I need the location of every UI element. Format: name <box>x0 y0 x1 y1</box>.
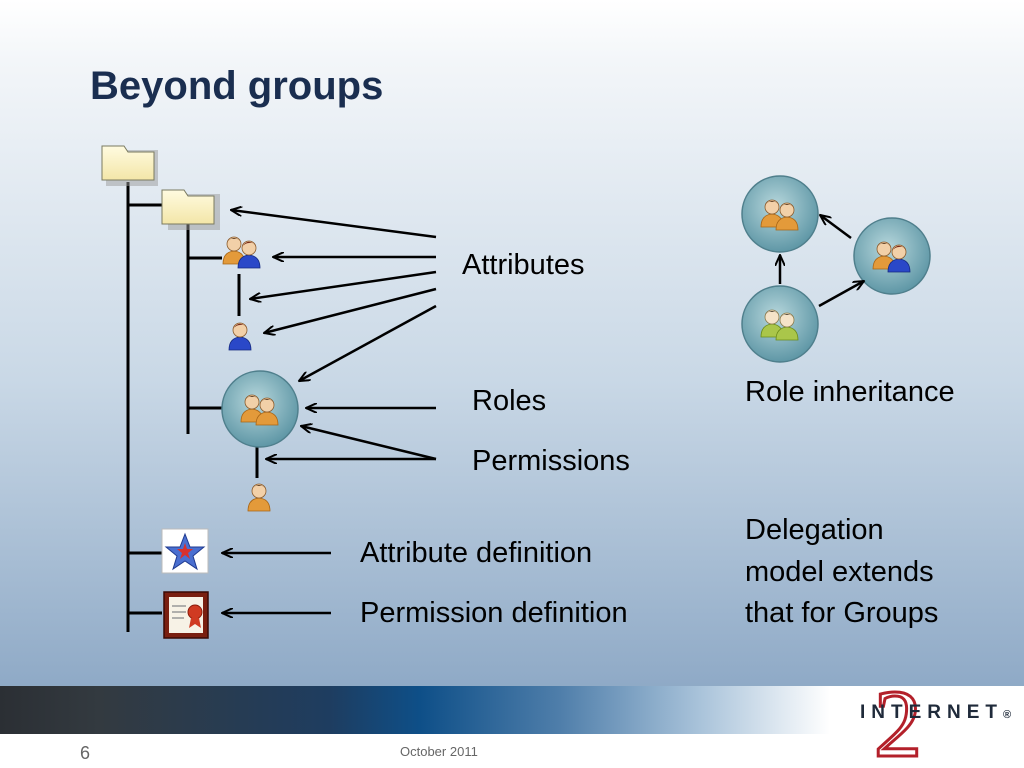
delegation-line-3: that for Groups <box>745 597 939 629</box>
attribute-definition-label: Attribute definition <box>360 537 593 569</box>
arrows <box>222 210 437 613</box>
tree-lines <box>126 182 259 632</box>
footer-area <box>0 734 1024 768</box>
logo-text: INTERNET® <box>860 702 1012 723</box>
role-inheritance-label: Role inheritance <box>745 376 955 408</box>
footer-date: October 2011 <box>400 744 478 759</box>
member-icon <box>228 322 252 351</box>
delegation-line-2: model extends <box>745 556 934 588</box>
permissions-arrow-role <box>301 426 437 461</box>
delegation-line-1: Delegation <box>745 514 884 546</box>
internet2-logo: 2 INTERNET® <box>846 672 1024 768</box>
inheritance-role-top-icon <box>741 175 819 253</box>
slide-number: 6 <box>80 743 91 763</box>
root-folder-icon <box>101 145 158 186</box>
role-icon <box>221 370 299 448</box>
attributes-label: Attributes <box>462 249 585 281</box>
inheritance-role-right-icon <box>853 217 931 295</box>
roles-label: Roles <box>472 385 547 417</box>
permissions-label: Permissions <box>472 445 630 477</box>
permission-definition-label: Permission definition <box>360 597 628 629</box>
attributes-arrow-role <box>299 304 437 381</box>
attributes-arrow-folder <box>231 210 437 239</box>
star-icon <box>161 528 209 574</box>
role-member-icon <box>247 483 271 512</box>
attributes-arrow-member-line <box>250 270 437 299</box>
inheritance-role-bottom-icon <box>741 285 819 363</box>
sub-folder-icon <box>161 189 220 230</box>
diagram <box>101 145 931 639</box>
logo-numeral: 2 <box>874 672 922 768</box>
group-members-icon <box>222 236 261 269</box>
certificate-icon <box>163 591 209 639</box>
inheritance-arrows <box>780 215 864 308</box>
attributes-arrow-member <box>264 287 437 333</box>
footer-band <box>0 686 1024 734</box>
slide-title: Beyond groups <box>90 64 384 108</box>
